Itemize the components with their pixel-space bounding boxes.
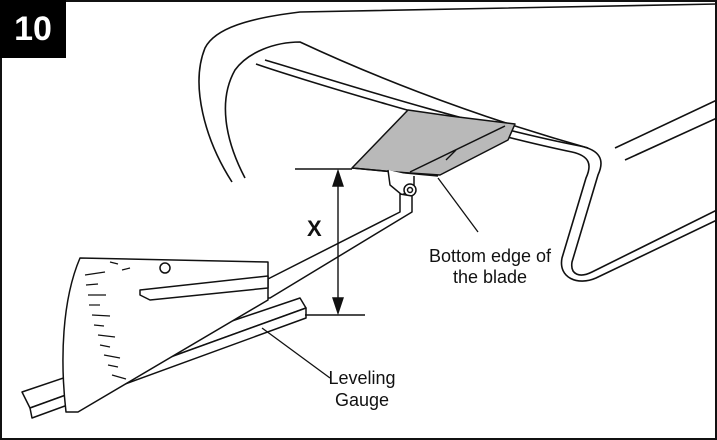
gauge-callout-line2: Gauge (335, 390, 389, 410)
dimension-label: X (307, 216, 322, 241)
blade-callout-line2: the blade (453, 267, 527, 287)
figure-number-badge: 10 (0, 0, 66, 58)
leveling-gauge (21, 257, 307, 419)
gauge-arm (255, 193, 413, 299)
gauge-leader-line (261, 327, 331, 379)
gauge-callout-line1: Leveling (328, 368, 395, 388)
blade-leader-line (437, 177, 479, 233)
dimension-x (295, 168, 365, 316)
blade-bolt (387, 169, 417, 197)
blade-callout-line1: Bottom edge of (429, 246, 552, 266)
blade-housing (198, 3, 717, 282)
